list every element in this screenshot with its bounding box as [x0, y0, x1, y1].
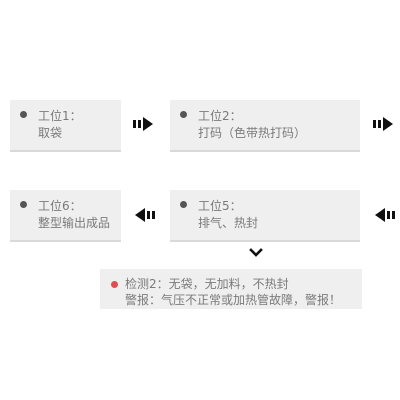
check-line-1: 检测2：无袋，无加料，不热封: [125, 277, 289, 291]
bullet-icon: [20, 111, 27, 118]
step-5-box: 工位5： 排气、热封: [170, 190, 360, 242]
step-6-title: 工位6：: [38, 199, 82, 213]
step-5-desc: 排气、热封: [198, 216, 259, 230]
step-1-desc: 取袋: [38, 126, 63, 140]
step-2-title: 工位2：: [198, 109, 242, 123]
arrow-right-icon: [133, 117, 155, 131]
bullet-icon: [180, 201, 187, 208]
check-line-2: 警报：气压不正常或加热管故障，警报！: [125, 293, 342, 307]
step-5-title: 工位5：: [198, 199, 242, 213]
alert-bullet-icon: [111, 281, 118, 288]
step-6-box: 工位6： 整型输出成品: [10, 190, 121, 242]
check-box: 检测2：无袋，无加料，不热封 警报：气压不正常或加热管故障，警报！: [100, 269, 362, 309]
step-2-desc: 打码（色带热打码）: [198, 126, 307, 140]
step-2-box: 工位2： 打码（色带热打码）: [170, 100, 360, 152]
arrow-left-icon: [133, 208, 155, 222]
chevron-down-icon: [249, 248, 263, 258]
step-1-box: 工位1： 取袋: [10, 100, 121, 152]
bullet-icon: [180, 111, 187, 118]
bullet-icon: [20, 201, 27, 208]
step-1-title: 工位1：: [38, 109, 82, 123]
arrow-left-icon: [373, 208, 395, 222]
arrow-right-icon: [373, 117, 395, 131]
step-6-desc: 整型输出成品: [38, 216, 111, 230]
